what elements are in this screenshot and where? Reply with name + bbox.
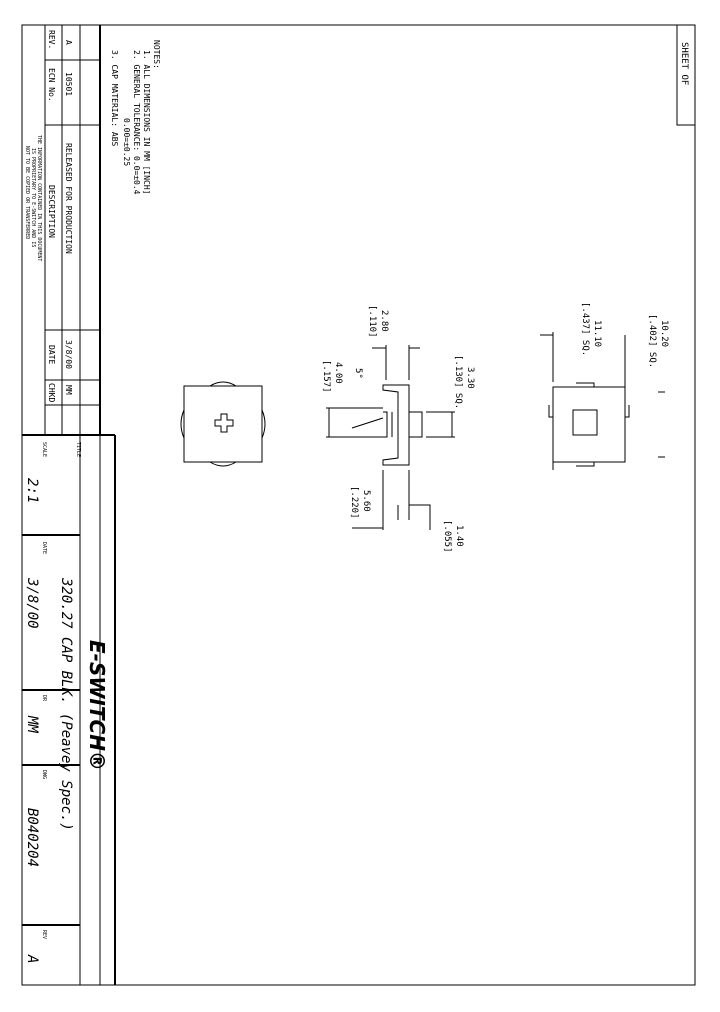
dim-flange: 1.40	[454, 525, 464, 547]
title-label: TITLE	[75, 442, 81, 457]
dim-angle: 5°	[353, 368, 363, 379]
dim-height: 4.00	[333, 362, 343, 384]
drawing-title: 320.27 CAP BLK. (Peavey Spec.)	[58, 577, 74, 831]
dim-gap: 2.80	[379, 310, 389, 332]
chkd-header: CHKD	[47, 383, 56, 402]
cross-icon	[214, 413, 234, 433]
e-switch-logo: E-SWITCH®	[85, 640, 109, 771]
top-view: 10.20 [.402] SQ. 11.10 [.437] SQ.	[540, 302, 669, 470]
bottom-view	[180, 381, 266, 467]
notes: NOTES: 1. ALL DIMENSIONS IN MM [INCH] 2.…	[110, 40, 161, 195]
dr-label: DR	[41, 695, 47, 702]
date-value: 3/8/00	[24, 577, 40, 629]
dwg-label: DWG	[41, 770, 47, 779]
note-2: 2. GENERAL TOLERANCE: 0.0=±0.4	[132, 50, 141, 195]
description-header: DESCRIPTION	[47, 185, 56, 238]
dim-height-inch: [.157]	[321, 360, 331, 393]
scale-value: 2:1	[24, 478, 40, 503]
sheet-label: SHEET OF	[679, 42, 689, 85]
dim-top-inner: 11.10	[592, 320, 602, 347]
title-block: E-SWITCH® TITLE 320.27 CAP BLK. (Peavey …	[22, 434, 116, 985]
dim-width-inch: [.220]	[349, 486, 359, 519]
revision-block: REV. ECN No. DESCRIPTION DATE CHKD A 105…	[24, 25, 101, 435]
rev-value: A	[64, 40, 73, 45]
dim-flange-inch: [.055]	[442, 520, 452, 553]
note-1: 1. ALL DIMENSIONS IN MM [INCH]	[142, 50, 151, 195]
sheet-box: SHEET OF	[676, 25, 695, 126]
note-3: 3. CAP MATERIAL: ABS	[110, 50, 119, 147]
date-label: DATE	[41, 542, 47, 554]
dwg-value: B040204	[24, 808, 40, 867]
proprietary-line-2: IS PROPRIETARY TO E-SWITCH AND IS	[30, 148, 36, 247]
chkd-value: MM	[64, 385, 73, 395]
date-value: 3/8/00	[64, 340, 73, 369]
proprietary-line-1: THE INFORMATION CONTAINED IN THIS DOCUME…	[36, 135, 42, 261]
dim-stem-inch: [.130] SQ.	[453, 355, 463, 409]
notes-heading: NOTES:	[152, 40, 161, 69]
rev-header: REV.	[47, 30, 56, 49]
scale-label: SCALE	[41, 442, 47, 457]
side-view: 3.30 [.130] SQ. 2.80 [.110] 5° 4.00 [.15…	[321, 305, 475, 553]
date-header: DATE	[47, 345, 56, 364]
description-value: RELEASED FOR PRODUCTION	[64, 143, 73, 254]
dim-top-outer: 10.20	[659, 320, 669, 347]
drawing-border	[21, 24, 696, 986]
dim-gap-inch: [.110]	[367, 305, 377, 338]
dr-value: MM	[24, 715, 40, 733]
ecn-value: 10501	[64, 72, 73, 96]
dim-width: 5.60	[361, 490, 371, 512]
proprietary-line-3: NOT TO BE COPIED OR TRANSFERRED	[24, 146, 30, 239]
dim-top-inner-inch: [.437] SQ.	[580, 302, 590, 356]
note-2b: 0.00=±0.25	[122, 118, 131, 166]
dim-stem: 3.30	[465, 367, 475, 389]
rev-label: REV	[41, 930, 47, 939]
rev-value: A	[24, 954, 40, 963]
dim-top-outer-inch: [.402] SQ.	[647, 314, 657, 368]
ecn-header: ECN No.	[47, 68, 56, 102]
